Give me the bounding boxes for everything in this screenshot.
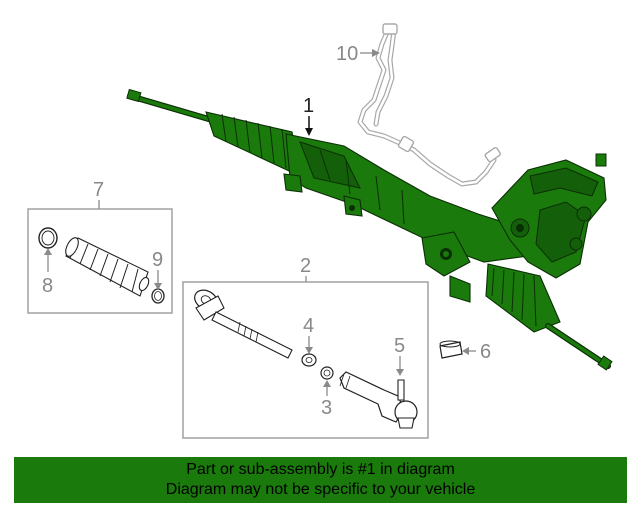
boot-clamp-part-8[interactable] xyxy=(38,227,58,249)
nut-part-4[interactable] xyxy=(301,353,317,367)
callout-2: 2 xyxy=(300,255,311,277)
callout-10: 10 xyxy=(336,43,358,65)
callout-9: 9 xyxy=(152,249,163,271)
leader-5-arrow xyxy=(396,369,404,376)
banner-line-1: Part or sub-assembly is #1 in diagram xyxy=(186,461,455,478)
leader-3-arrow xyxy=(323,380,331,387)
leader-1-arrow xyxy=(305,128,313,136)
boot-kit-frame xyxy=(27,208,173,314)
leader-9-arrow xyxy=(154,283,162,290)
callout-7: 7 xyxy=(93,179,104,201)
inner-tie-rod-part-2[interactable] xyxy=(191,286,293,359)
outer-tie-rod-end-part-5[interactable] xyxy=(339,371,418,429)
callout-8: 8 xyxy=(42,275,53,297)
leader-6-arrow xyxy=(462,347,469,355)
banner-line-2: Diagram may not be specific to your vehi… xyxy=(165,481,476,498)
callout-3: 3 xyxy=(321,397,332,419)
callout-1: 1 xyxy=(303,95,314,117)
leader-4-arrow xyxy=(305,347,313,354)
pressure-line-part-10[interactable] xyxy=(357,23,501,187)
leader-8-arrow xyxy=(44,248,52,255)
leader-10-arrow xyxy=(372,49,380,57)
tie-rod-frame xyxy=(182,281,429,439)
callout-4: 4 xyxy=(303,315,314,337)
steering-gear-part-1[interactable] xyxy=(126,88,613,371)
callout-5: 5 xyxy=(394,335,405,357)
boot-clamp-part-9[interactable] xyxy=(151,288,165,304)
info-banner: Part or sub-assembly is #1 in diagram Di… xyxy=(14,457,627,503)
callout-6: 6 xyxy=(480,341,491,363)
steering-boot-part-7[interactable] xyxy=(63,236,151,297)
nut-part-3[interactable] xyxy=(320,366,334,380)
clamp-part-6[interactable] xyxy=(439,340,463,359)
